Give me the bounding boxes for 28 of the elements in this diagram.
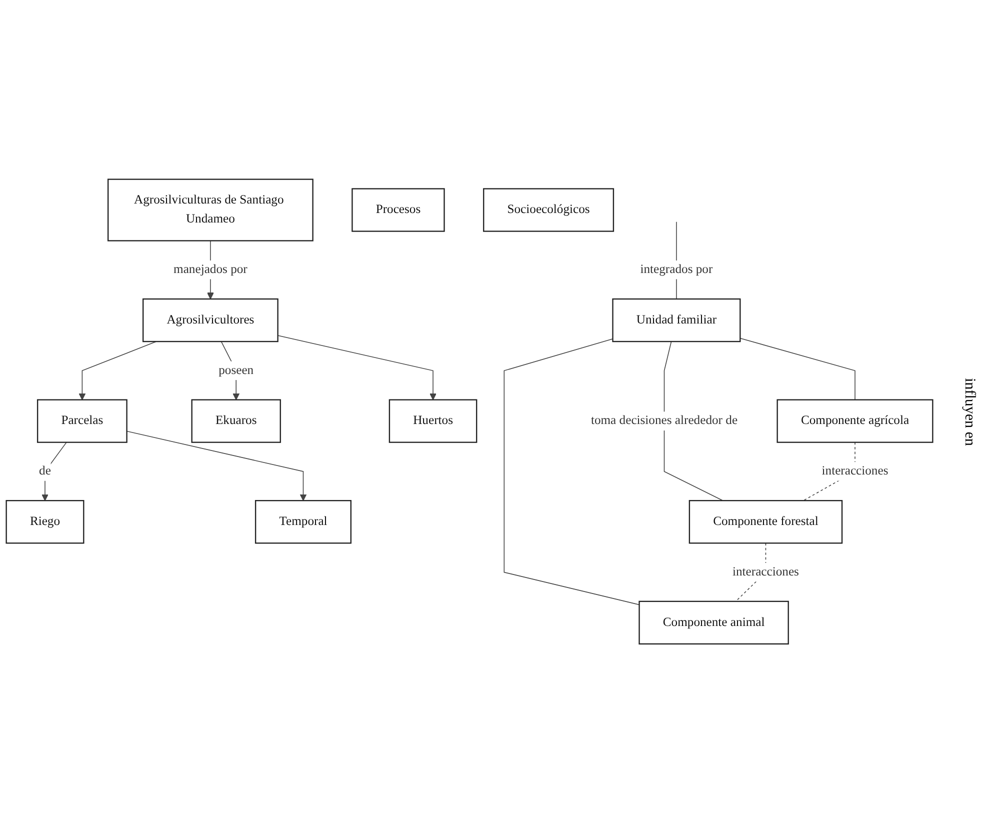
connector xyxy=(740,338,856,400)
node-box: Componente agrícola xyxy=(776,399,934,443)
node-box: Huertos xyxy=(388,399,478,443)
node-box: Parcelas xyxy=(36,399,128,443)
edge-label: interacciones xyxy=(822,464,888,478)
node-box: Temporal xyxy=(254,500,352,544)
node-box: Socioecológicos xyxy=(483,188,614,232)
connector xyxy=(504,338,640,606)
edge-label: de xyxy=(39,464,51,478)
edge-label: manejados por xyxy=(174,262,248,276)
edge-label: interacciones xyxy=(732,565,799,578)
node-box: Unidad familiar xyxy=(612,298,741,342)
node-box: Componente forestal xyxy=(688,500,843,544)
arrow xyxy=(277,335,436,400)
node-box: Procesos xyxy=(352,188,445,232)
vertical-note: influyen en xyxy=(960,378,978,446)
node-box: Agrosilviculturas de Santiago Undameo xyxy=(107,178,314,242)
arrow xyxy=(42,442,67,501)
arrow xyxy=(126,430,307,501)
connector xyxy=(664,341,724,501)
edge-label: toma decisiones alrededor de xyxy=(590,414,738,428)
arrow xyxy=(78,341,157,400)
node-box: Riego xyxy=(6,500,84,544)
edge-label: integrados por xyxy=(640,262,713,276)
node-box: Componente animal xyxy=(638,600,789,644)
edge-label: poseen xyxy=(218,363,254,377)
node-box: Agrosilvicultores xyxy=(142,298,278,342)
node-box: Ekuaros xyxy=(191,399,281,443)
